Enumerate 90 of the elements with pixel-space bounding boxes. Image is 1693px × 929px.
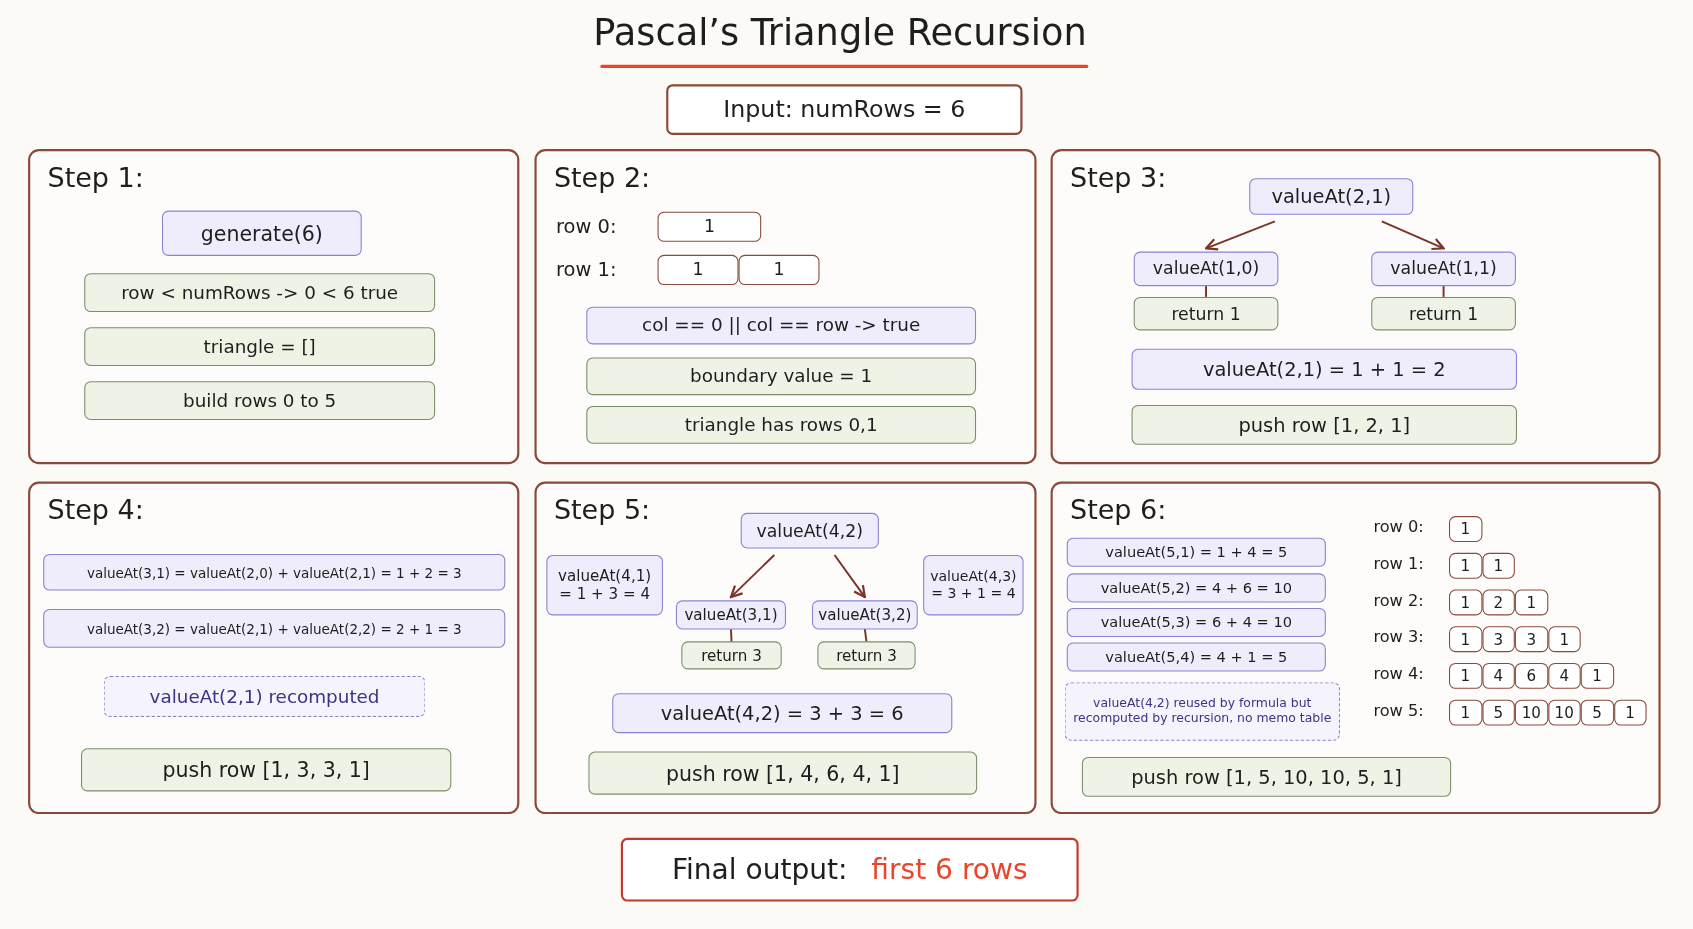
note-box: valueAt(4,2) reused by formula but recomputed by recursion, no memo table <box>1064 682 1340 741</box>
result-box: triangle = [] <box>84 327 436 366</box>
step-panel <box>534 149 1037 465</box>
result-box: return 1 <box>1133 296 1279 331</box>
panel-heading: Step 4: <box>47 494 144 527</box>
array-cell: 1 <box>1514 589 1548 616</box>
step-panel <box>1050 149 1661 465</box>
array-cell: 1 <box>657 254 739 286</box>
array-cell: 5 <box>1580 699 1614 726</box>
input-box: Input: numRows = 6 <box>666 84 1023 135</box>
array-cell: 1 <box>1580 662 1614 689</box>
result-box: return 1 <box>1371 296 1516 331</box>
result-box: boundary value = 1 <box>586 357 977 396</box>
code-box: valueAt(3,2) = valueAt(2,1) + valueAt(2,2) = 2 + 1 = 3 <box>43 608 506 648</box>
result-box: triangle has rows 0,1 <box>586 405 977 444</box>
code-box: valueAt(2,1) = 1 + 1 = 2 <box>1131 348 1517 390</box>
array-cell: 2 <box>1481 589 1515 616</box>
code-box: valueAt(1,1) <box>1371 251 1516 287</box>
array-cell: 1 <box>1449 626 1482 653</box>
panel-heading: Step 3: <box>1070 161 1167 195</box>
output-label: Final output: <box>671 852 848 887</box>
array-cell: 1 <box>657 211 762 242</box>
panel-heading: Step 6: <box>1070 494 1167 527</box>
output-value: first 6 rows <box>871 852 1028 887</box>
result-box: push row [1, 2, 1] <box>1131 404 1517 445</box>
code-box: valueAt(4,3) = 3 + 1 = 4 <box>923 555 1024 616</box>
code-box: valueAt(4,1) = 1 + 3 = 4 <box>546 555 663 616</box>
connector-line <box>1205 285 1207 298</box>
row-label: row 3: <box>1373 627 1424 647</box>
code-box: valueAt(5,3) = 6 + 4 = 10 <box>1066 607 1326 638</box>
row-label: row 2: <box>1373 590 1424 611</box>
result-box: return 3 <box>681 641 782 670</box>
array-cell: 4 <box>1481 662 1515 689</box>
array-cell: 5 <box>1481 699 1515 726</box>
array-cell: 10 <box>1547 699 1581 726</box>
connector-line <box>730 628 733 643</box>
result-box: push row [1, 4, 6, 4, 1] <box>588 751 978 795</box>
arrow <box>1204 220 1276 251</box>
array-cell: 1 <box>1481 552 1515 579</box>
panel-heading: Step 1: <box>47 161 144 195</box>
array-cell: 4 <box>1547 662 1581 689</box>
array-cell: 1 <box>1449 552 1482 579</box>
code-box: valueAt(3,1) = valueAt(2,0) + valueAt(2,1) = 1 + 2 = 3 <box>43 553 506 591</box>
array-cell: 1 <box>1547 626 1581 653</box>
code-box: valueAt(1,0) <box>1133 251 1279 287</box>
result-box: return 3 <box>817 641 916 670</box>
arrow <box>1380 220 1445 251</box>
code-box: generate(6) <box>161 210 362 256</box>
array-cell: 1 <box>1449 516 1482 542</box>
panel-heading: Step 5: <box>553 494 651 527</box>
row-label: row 0: <box>556 214 617 238</box>
array-cell: 3 <box>1514 626 1548 653</box>
row-label: row 1: <box>1373 553 1424 574</box>
code-box: valueAt(3,1) <box>675 600 787 630</box>
code-box: valueAt(4,2) <box>740 512 879 549</box>
connector-line <box>1442 285 1445 298</box>
note-box: valueAt(2,1) recomputed <box>103 675 426 717</box>
array-cell: 6 <box>1514 662 1548 689</box>
connector-line <box>863 628 868 643</box>
row-label: row 0: <box>1373 517 1424 537</box>
result-box: push row [1, 3, 3, 1] <box>81 748 452 792</box>
code-box: valueAt(5,1) = 1 + 4 = 5 <box>1066 537 1326 567</box>
array-cell: 1 <box>738 254 820 286</box>
step-panel <box>28 481 520 815</box>
result-box: row < numRows -> 0 < 6 true <box>84 273 436 313</box>
array-cell: 1 <box>1613 699 1647 726</box>
array-cell: 10 <box>1514 699 1548 726</box>
step-panel <box>534 481 1037 815</box>
output-box <box>620 837 1079 902</box>
result-box: build rows 0 to 5 <box>84 381 436 420</box>
code-box: valueAt(2,1) <box>1249 178 1414 215</box>
code-box: valueAt(3,2) <box>811 600 918 630</box>
step-panel <box>28 149 520 465</box>
title: Pascal’s Triangle Recursion <box>592 10 1088 54</box>
array-cell: 1 <box>1449 662 1482 689</box>
code-box: valueAt(5,2) = 4 + 6 = 10 <box>1066 573 1326 603</box>
code-box: col == 0 || col == row -> true <box>586 306 977 345</box>
array-cell: 3 <box>1481 626 1515 653</box>
result-box: push row [1, 5, 10, 10, 5, 1] <box>1081 756 1452 797</box>
code-box: valueAt(5,4) = 4 + 1 = 5 <box>1066 642 1326 672</box>
row-label: row 4: <box>1373 664 1424 684</box>
code-box: valueAt(4,2) = 3 + 3 = 6 <box>612 693 953 734</box>
arrow <box>833 554 866 599</box>
arrow <box>729 554 776 599</box>
row-label: row 5: <box>1373 700 1424 721</box>
step-panel <box>1050 481 1661 815</box>
array-cell: 1 <box>1449 699 1482 726</box>
panel-heading: Step 2: <box>553 161 651 195</box>
row-label: row 1: <box>556 258 617 281</box>
array-cell: 1 <box>1449 589 1482 616</box>
